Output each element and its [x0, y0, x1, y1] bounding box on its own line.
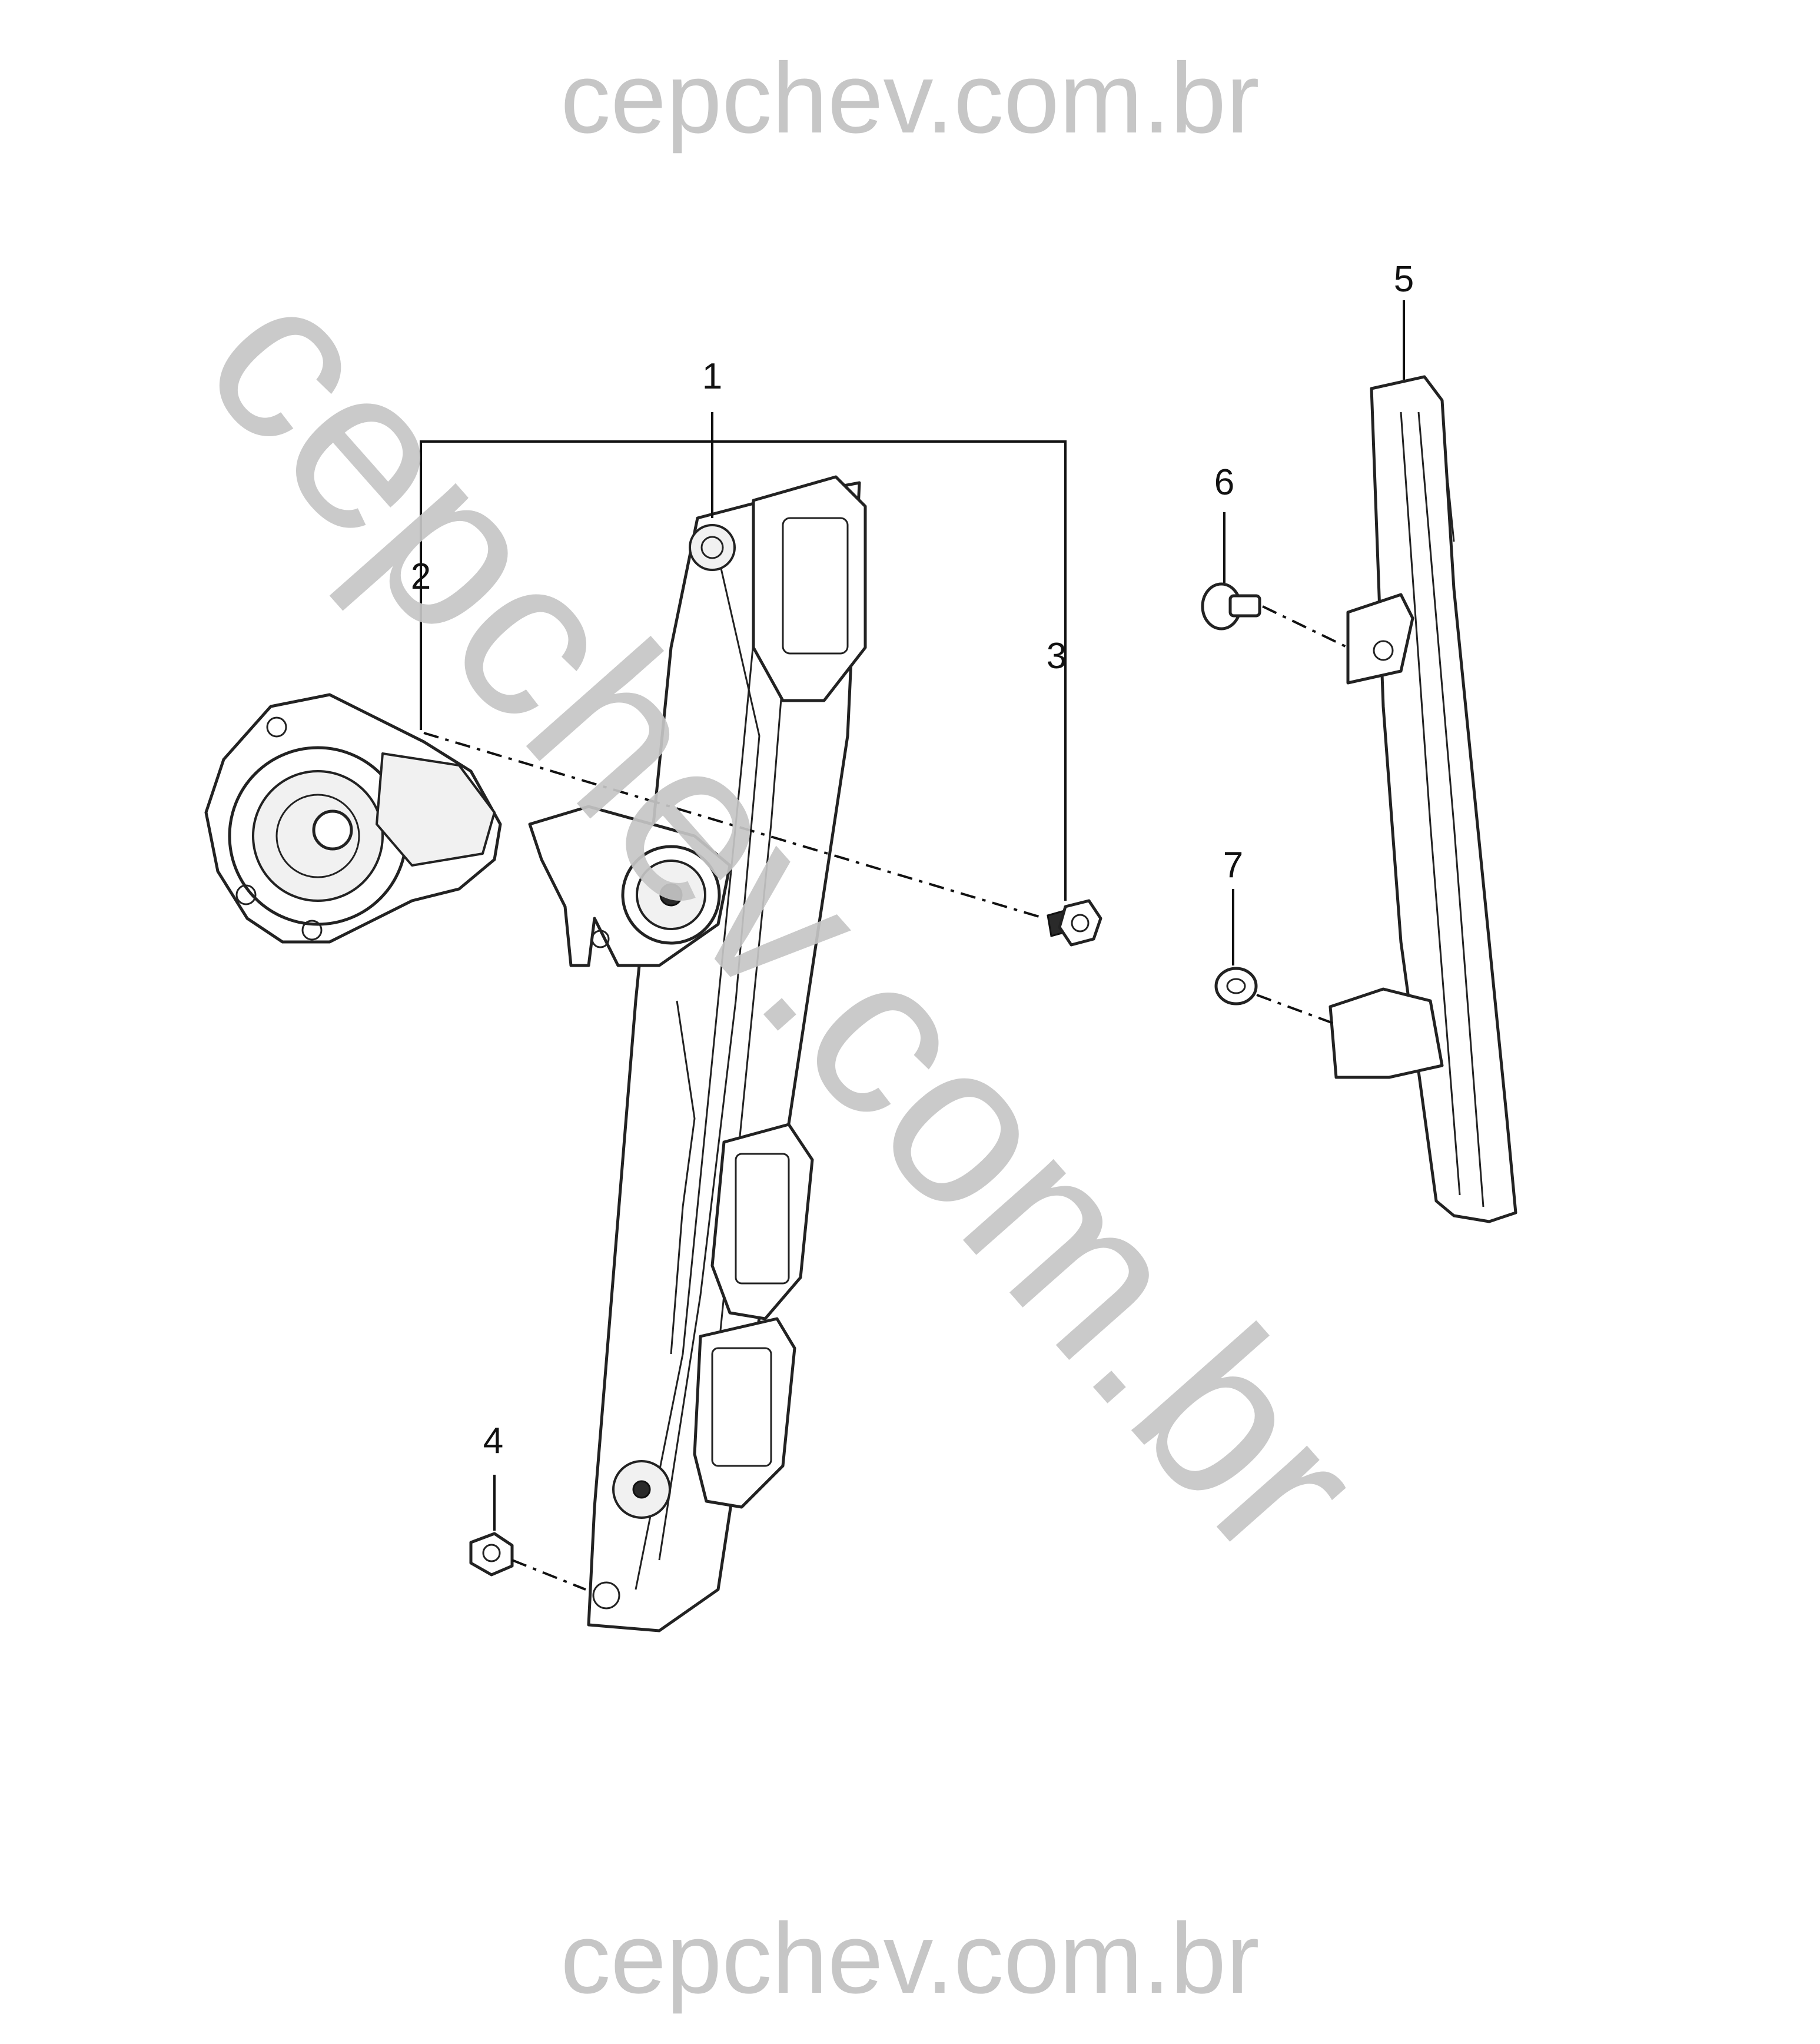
callout-1: 1 [702, 356, 722, 397]
window-motor [204, 693, 502, 944]
callout-7: 7 [1223, 845, 1243, 885]
watermark-bottom: cepchev.com.br [560, 1903, 1259, 2015]
bolt-part-3 [1047, 899, 1102, 947]
callout-3: 3 [1047, 636, 1067, 676]
watermark-top: cepchev.com.br [560, 42, 1259, 154]
callout-6: 6 [1214, 462, 1234, 503]
callout-5: 5 [1394, 259, 1414, 300]
callout-2: 2 [411, 556, 431, 597]
callout-4: 4 [483, 1421, 503, 1461]
fastener-part-6 [1201, 582, 1261, 631]
assembly-lines [423, 605, 1349, 1591]
window-regulator-rail [528, 475, 867, 1632]
leader-lines [420, 300, 1405, 1531]
nut-part-4 [469, 1532, 514, 1577]
washer-part-7 [1214, 967, 1258, 1006]
glass-run-channel [1329, 375, 1517, 1223]
